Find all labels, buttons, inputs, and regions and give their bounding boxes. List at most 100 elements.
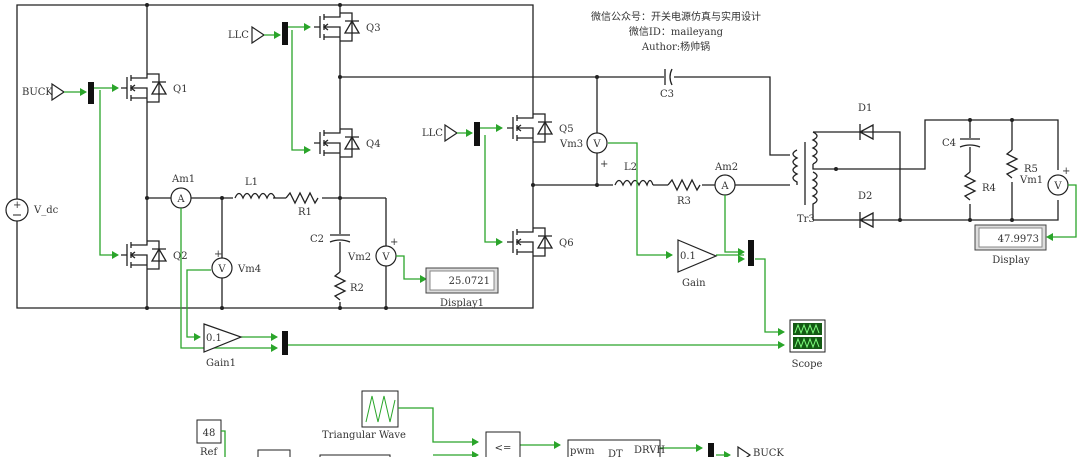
q3-label: Q3 — [366, 23, 381, 34]
l1-label: L1 — [245, 177, 258, 188]
r4-label: R4 — [982, 183, 996, 194]
signal-wires — [180, 142, 784, 349]
voltmeter-symbol: V — [381, 252, 390, 263]
display1-value: 25.0721 — [449, 276, 490, 287]
c2-label: C2 — [310, 234, 324, 245]
inductor-l1[interactable]: L1 — [233, 177, 276, 202]
plus-sign: + — [214, 249, 222, 260]
d2-label: D2 — [858, 191, 872, 202]
capacitor-c2[interactable]: C2 — [310, 234, 352, 245]
vdc-label: V_dc — [33, 205, 59, 216]
diode-d1[interactable]: D1 — [855, 103, 875, 141]
signal-arrow — [724, 451, 731, 457]
diode-d2[interactable]: D2 — [855, 191, 875, 229]
watermark-line1: 微信公众号：开关电源仿真与实用设计 — [591, 10, 761, 23]
junction-dot — [595, 75, 599, 79]
q5-label: Q5 — [559, 124, 574, 135]
signal-arrow — [271, 333, 278, 341]
gain-value: 0.1 — [680, 251, 696, 262]
watermark-line2: 微信ID：maileyang — [629, 25, 724, 38]
signal-arrow — [194, 333, 201, 341]
voltmeter-vm3[interactable]: V + Vm3 — [559, 132, 608, 170]
ref-constant[interactable]: 48 Ref — [196, 419, 226, 457]
display-label: Display — [992, 255, 1030, 266]
vm1-label: Vm1 — [1019, 175, 1043, 186]
capacitor-c3[interactable]: C3 — [660, 68, 674, 100]
buck-input-port[interactable]: BUCK — [22, 82, 66, 102]
c3-label: C3 — [660, 89, 674, 100]
junction-dot — [968, 118, 972, 122]
r1-label: R1 — [298, 207, 312, 218]
plus-sign: + — [390, 237, 398, 248]
llc-input-port-1[interactable]: LLC — [228, 25, 266, 45]
dt-name: DT — [608, 449, 623, 457]
resistor-r1[interactable]: R1 — [285, 190, 322, 218]
signal-arrow — [738, 248, 745, 256]
buck-output-port[interactable]: BUCK — [737, 445, 784, 457]
llc-input-port-2[interactable]: LLC — [422, 123, 459, 143]
mosfet-q5[interactable]: Q5 — [507, 111, 574, 145]
ammeter-am1[interactable]: A Am1 — [170, 174, 195, 209]
ref-label: Ref — [200, 447, 218, 457]
ammeter-am2[interactable]: A Am2 — [714, 162, 738, 196]
junction-dot — [384, 306, 388, 310]
transformer-tr3[interactable]: Tr3 — [790, 131, 836, 225]
power-wires — [16, 4, 1059, 309]
r5-label: R5 — [1024, 164, 1038, 175]
triangular-wave-block[interactable]: Triangular Wave — [322, 390, 406, 441]
signal-arrow — [472, 451, 479, 457]
voltmeter-vm4[interactable]: V + Vm4 — [211, 249, 261, 279]
signal-arrow — [778, 328, 785, 336]
junction-dot — [145, 196, 149, 200]
mosfet-q4[interactable]: Q4 — [314, 126, 381, 160]
q6-label: Q6 — [559, 238, 574, 249]
dt-input-label: pwm — [570, 446, 595, 457]
scope[interactable]: Scope — [789, 319, 826, 370]
resistor-r3[interactable]: R3 — [667, 177, 702, 207]
q1-label: Q1 — [173, 84, 188, 95]
mux — [748, 240, 754, 266]
gain-block[interactable]: 0.1 Gain — [677, 239, 718, 289]
inductor-l2[interactable]: L2 — [613, 162, 654, 189]
signal-arrow — [271, 344, 278, 352]
resistor-r5[interactable]: R5 — [1004, 149, 1038, 182]
gain1-block[interactable]: 0.1 Gain1 — [203, 323, 243, 369]
signal-arrow — [666, 251, 673, 259]
buck-label: BUCK — [22, 87, 53, 98]
display1-label: Display1 — [440, 298, 484, 309]
junction-dot — [968, 218, 972, 222]
q2-label: Q2 — [173, 251, 188, 262]
gain1-value: 0.1 — [206, 333, 222, 344]
comparator-block[interactable]: <= — [485, 431, 521, 457]
dc-voltage-source[interactable]: + V_dc — [5, 198, 59, 222]
watermark-line3: Author:杨帅锅 — [641, 40, 710, 53]
resistor-r4[interactable]: R4 — [962, 171, 996, 204]
junction-dot — [1010, 218, 1014, 222]
mosfet-q3[interactable]: Q3 — [314, 10, 381, 44]
voltmeter-vm1[interactable]: V + Vm1 — [1019, 166, 1071, 200]
mux — [708, 443, 714, 457]
capacitor-c4[interactable]: C4 — [942, 138, 982, 149]
vm2-label: Vm2 — [347, 252, 371, 263]
voltmeter-vm2[interactable]: V + Vm2 — [347, 237, 398, 267]
voltmeter-symbol: V — [1053, 181, 1062, 192]
mosfet-q1[interactable]: Q1 — [121, 71, 188, 105]
dt-output-label: DRVH — [634, 445, 665, 456]
junction-dots — [145, 3, 1014, 310]
junction-dot — [338, 306, 342, 310]
plus-sign: + — [1062, 166, 1070, 177]
control-block[interactable] — [319, 454, 391, 457]
control-block[interactable] — [257, 449, 291, 457]
resistor-r2[interactable]: R2 — [332, 271, 364, 302]
junction-dot — [531, 183, 535, 187]
r2-label: R2 — [350, 283, 364, 294]
plus-sign: + — [600, 159, 608, 170]
junction-dot — [1010, 118, 1014, 122]
d1-label: D1 — [858, 103, 872, 114]
junction-dot — [338, 75, 342, 79]
signal-arrow — [778, 341, 785, 349]
deadtime-block[interactable]: pwm DT DRVH — [567, 439, 665, 457]
mosfet-q2[interactable]: Q2 — [121, 238, 188, 272]
mosfet-q6[interactable]: Q6 — [507, 225, 574, 259]
